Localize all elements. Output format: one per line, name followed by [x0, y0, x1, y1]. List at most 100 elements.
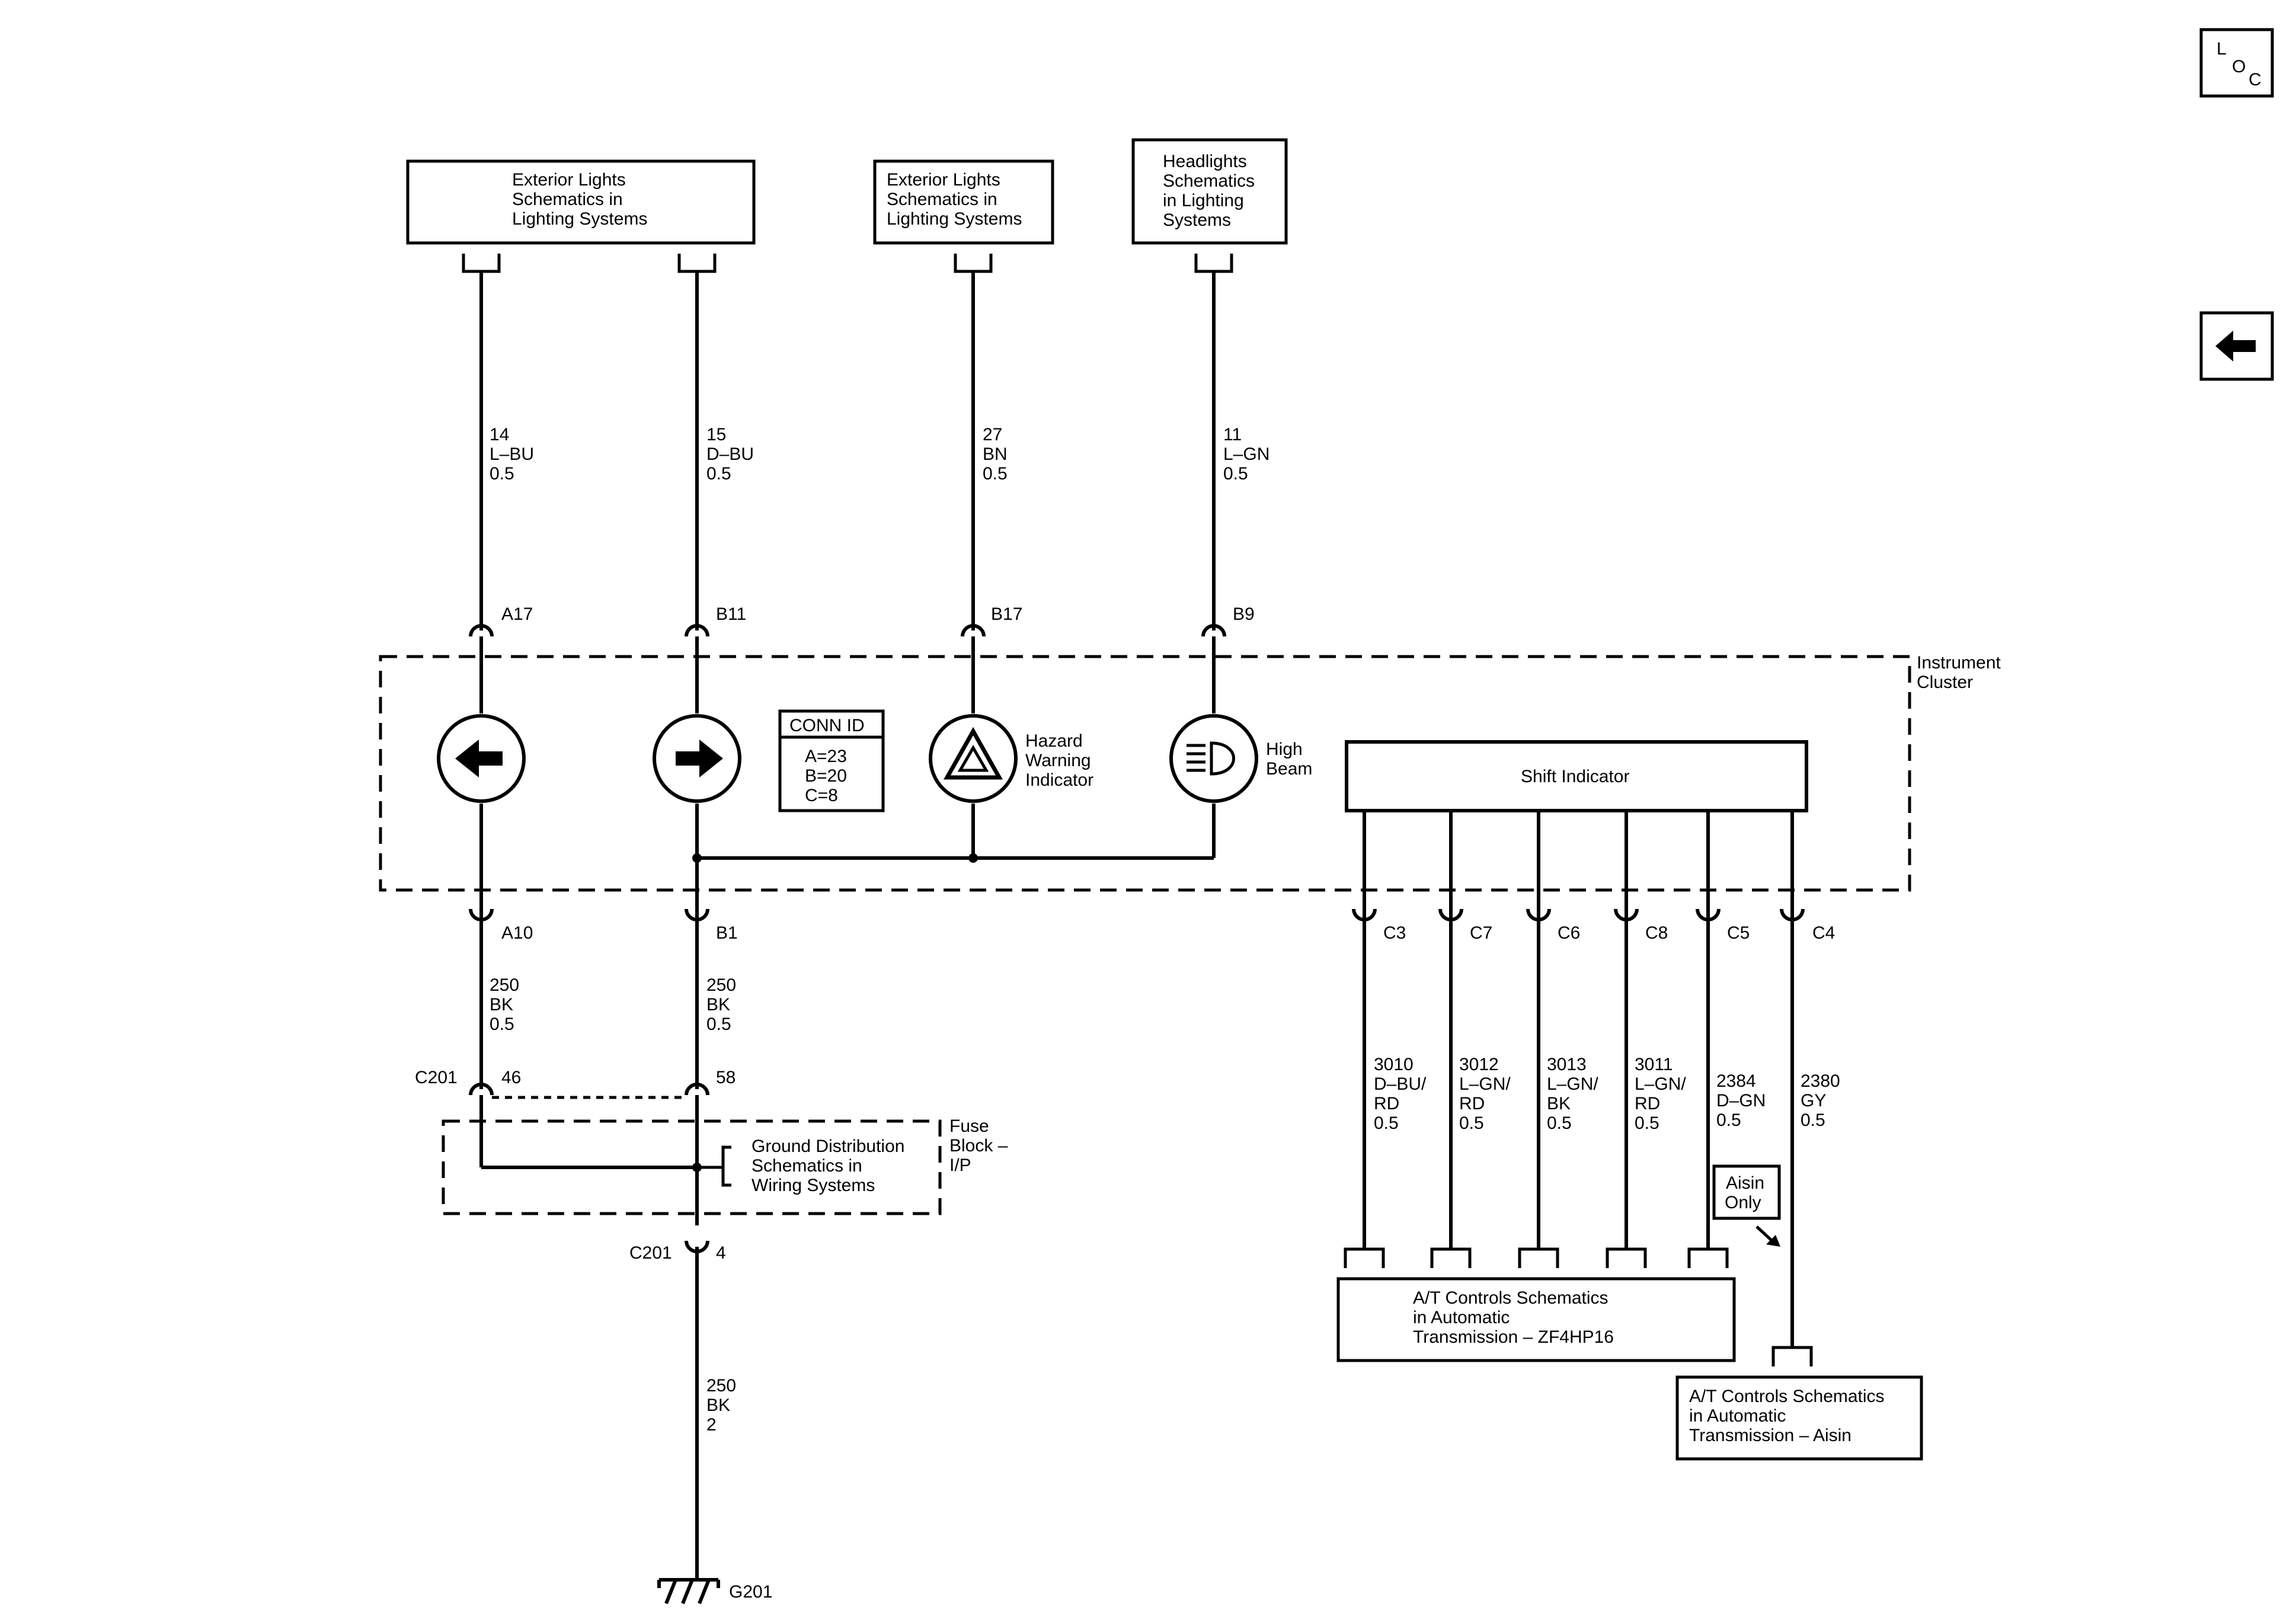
svg-text:2: 2: [706, 1415, 717, 1435]
connector-stubs-top: [462, 254, 1233, 273]
hazard-triangle-icon: [944, 726, 1003, 780]
hazard-label: Hazard: [1025, 731, 1083, 751]
at-controls-aisin-box[interactable]: A/T Controls Schematics in Automatic Tra…: [1675, 1375, 1923, 1461]
pin-b11: B11: [716, 604, 746, 624]
pin-46: 46: [501, 1068, 521, 1087]
svg-text:0.5: 0.5: [1635, 1113, 1659, 1133]
ground-distribution-ref[interactable]: Ground Distribution Schematics in Wiring…: [697, 1137, 904, 1195]
box-line: Schematics in: [512, 190, 623, 209]
pin-c8: C8: [1645, 923, 1668, 943]
pin-c6: C6: [1558, 923, 1580, 943]
instrument-cluster-label: Instrument: [1917, 653, 2001, 673]
svg-text:2384: 2384: [1716, 1071, 1756, 1091]
svg-text:BK: BK: [490, 995, 513, 1014]
high-beam-indicator[interactable]: [1169, 714, 1258, 803]
svg-text:L–GN: L–GN: [1223, 444, 1269, 464]
box-line: Exterior Lights: [887, 170, 1000, 190]
instrument-cluster-outline: [379, 655, 1911, 892]
upper-wires: [479, 271, 1216, 630]
svg-text:3013: 3013: [1547, 1055, 1587, 1074]
svg-text:15: 15: [706, 425, 726, 444]
fuse-block-label: Fuse: [949, 1116, 989, 1136]
box-line: Wiring Systems: [752, 1176, 875, 1195]
box-line: Schematics in: [752, 1156, 862, 1176]
box-line: A/T Controls Schematics: [1689, 1387, 1885, 1406]
loc-button[interactable]: L O C: [2199, 28, 2274, 98]
wire-label-250-b: 250 BK 0.5: [706, 975, 736, 1034]
pin-c201-b: C201: [629, 1243, 672, 1263]
headlights-box[interactable]: Headlights Schematics in Lighting System…: [1131, 138, 1288, 245]
ext-lights-box-1[interactable]: Exterior Lights Schematics in Lighting S…: [406, 159, 756, 245]
cluster-internal-wires: [479, 636, 1216, 915]
fuse-block-outline: [442, 1119, 942, 1215]
lower-left-wires: [479, 915, 699, 1580]
right-turn-indicator[interactable]: [653, 714, 741, 803]
pin-b9: B9: [1233, 604, 1255, 624]
box-line: Schematics in: [887, 190, 997, 209]
pin-a17: A17: [501, 604, 533, 624]
splice-dot: [692, 853, 702, 863]
fuse-block-label: Block –: [949, 1136, 1008, 1156]
conn-id-title: CONN ID: [789, 716, 865, 735]
svg-text:3012: 3012: [1459, 1055, 1499, 1074]
svg-text:3011: 3011: [1635, 1055, 1673, 1074]
hazard-indicator[interactable]: [929, 714, 1018, 803]
wire-label-3010: 3010 D–BU/ RD 0.5: [1374, 1055, 1427, 1133]
box-line: Schematics: [1163, 171, 1255, 191]
svg-text:BN: BN: [983, 444, 1008, 464]
pin-arcs-upper: [469, 624, 1226, 637]
shift-indicator-box[interactable]: Shift Indicator: [1345, 740, 1808, 812]
pin-58: 58: [716, 1068, 736, 1087]
at-controls-zf-box[interactable]: A/T Controls Schematics in Automatic Tra…: [1336, 1277, 1736, 1362]
conn-id-box: CONN ID A=23 B=20 C=8: [778, 709, 885, 812]
svg-text:27: 27: [983, 425, 1002, 444]
svg-text:RD: RD: [1635, 1094, 1660, 1113]
svg-text:0.5: 0.5: [1223, 464, 1248, 484]
ground-label: G201: [729, 1582, 772, 1602]
wire-label-250-ground: 250 BK 2: [706, 1376, 736, 1435]
svg-text:Only: Only: [1725, 1193, 1761, 1212]
back-button[interactable]: [2199, 311, 2274, 381]
svg-text:RD: RD: [1459, 1094, 1485, 1113]
connector-stubs-bottom: [1344, 1247, 1813, 1366]
high-beam-label: Beam: [1266, 759, 1312, 779]
box-line: Lighting Systems: [512, 209, 647, 229]
pin-b17: B17: [991, 604, 1022, 624]
svg-text:Aisin: Aisin: [1726, 1173, 1764, 1193]
box-line: Transmission – Aisin: [1689, 1426, 1851, 1445]
svg-text:14: 14: [490, 425, 509, 444]
box-line: A/T Controls Schematics: [1413, 1288, 1609, 1308]
lower-right-wires: [1363, 915, 1794, 1347]
shift-indicator-wires: [1363, 811, 1794, 915]
box-line: in Automatic: [1689, 1406, 1786, 1426]
svg-text:D–BU/: D–BU/: [1374, 1074, 1427, 1094]
svg-text:250: 250: [490, 975, 519, 995]
box-line: in Lighting: [1163, 191, 1244, 210]
svg-text:BK: BK: [706, 1395, 730, 1415]
svg-text:0.5: 0.5: [706, 464, 731, 484]
high-beam-icon: [1187, 741, 1235, 776]
left-arrow-icon: [2215, 331, 2256, 361]
wire-label-27: 27 BN 0.5: [983, 425, 1008, 484]
box-line: Ground Distribution: [752, 1137, 904, 1156]
svg-text:11: 11: [1223, 425, 1242, 444]
svg-text:L–GN/: L–GN/: [1635, 1074, 1686, 1094]
box-line: Systems: [1163, 210, 1231, 230]
ext-lights-box-2[interactable]: Exterior Lights Schematics in Lighting S…: [873, 159, 1054, 245]
svg-text:0.5: 0.5: [1459, 1113, 1484, 1133]
svg-text:L–BU: L–BU: [490, 444, 534, 464]
svg-text:2380: 2380: [1801, 1071, 1840, 1091]
svg-text:250: 250: [706, 975, 736, 995]
c201-pins-upper: [469, 1083, 709, 1096]
svg-text:0.5: 0.5: [1801, 1110, 1825, 1130]
hazard-label: Warning: [1025, 751, 1091, 770]
svg-text:0.5: 0.5: [1716, 1110, 1741, 1130]
left-turn-indicator[interactable]: [437, 714, 526, 803]
svg-text:L–GN/: L–GN/: [1459, 1074, 1511, 1094]
box-line: in Automatic: [1413, 1308, 1510, 1327]
conn-id-line: B=20: [805, 766, 847, 786]
pin-arc-c201-4: [685, 1240, 709, 1253]
conn-id-line: A=23: [805, 747, 847, 766]
conn-id-line: C=8: [805, 786, 838, 805]
